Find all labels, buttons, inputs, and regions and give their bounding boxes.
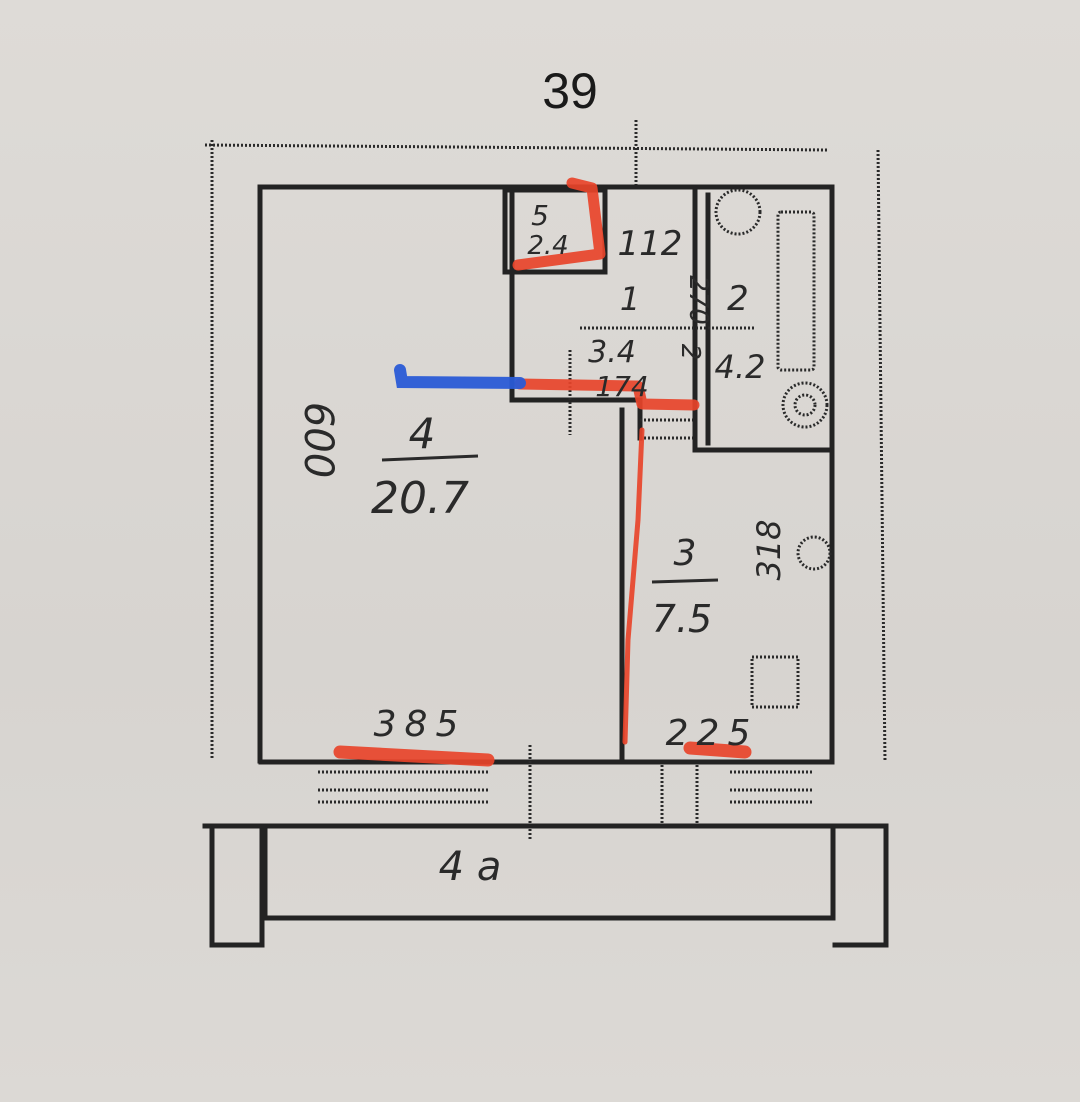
red-annotations <box>333 177 752 767</box>
hall-mid-dimension: 270 <box>683 275 713 325</box>
balcony-label: 4 a <box>439 844 502 890</box>
closet-area: 2.4 <box>527 231 568 261</box>
bath-number: 2 <box>727 279 749 319</box>
living-room-number: 4 <box>409 409 436 458</box>
hall-top-dimension: 112 <box>618 224 683 264</box>
kitchen-area: 7.5 <box>652 597 712 641</box>
hall-low-dimension: 174 <box>595 370 648 403</box>
apartment-walls <box>257 184 835 765</box>
kitchen-number: 3 <box>674 533 697 574</box>
living-bottom-dimension: 385 <box>374 704 467 745</box>
balcony <box>202 745 889 948</box>
blue-annotation <box>394 364 526 389</box>
living-room-fraction-line <box>381 454 479 462</box>
bath-area: 4.2 <box>715 348 766 386</box>
kitchen-fraction-line <box>651 578 719 584</box>
outer-frame <box>204 120 887 763</box>
closet-number: 5 <box>531 199 549 232</box>
kitchen-right-dimension: 318 <box>750 519 788 580</box>
living-room-area: 20.7 <box>371 473 469 524</box>
hall-gap-dimension: 2 <box>675 344 705 361</box>
hall-number: 1 <box>620 280 640 318</box>
hall-area: 3.4 <box>588 335 636 370</box>
kitchen-bottom-dimension: 225 <box>666 713 759 754</box>
left-dimension-label: 600 <box>295 402 341 478</box>
top-dimension-label: 39 <box>542 63 598 119</box>
